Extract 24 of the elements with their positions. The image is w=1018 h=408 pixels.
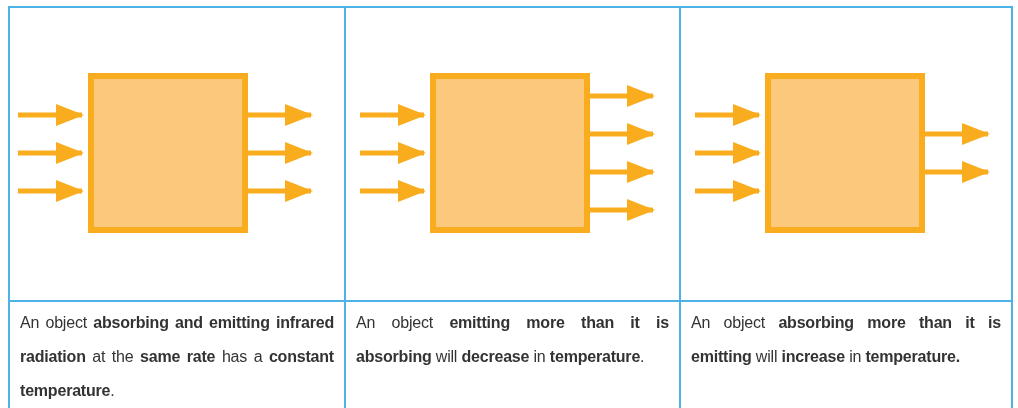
arrow [590, 199, 655, 221]
object-square [765, 73, 925, 233]
description-text: An object emitting more than it is absorbing will decrease in temperature. [356, 313, 669, 367]
arrow [248, 142, 313, 164]
arrow [248, 180, 313, 202]
object-square [430, 73, 590, 233]
arrow [590, 85, 655, 107]
arrow [925, 123, 990, 145]
arrow [695, 104, 761, 126]
arrow [590, 123, 655, 145]
arrow [18, 180, 84, 202]
description-text: An object absorbing more than it is emitting will increase in temperature. [691, 313, 1001, 367]
arrow [360, 142, 426, 164]
description-text: An object absorbing and emitting infrared radiation at the same rate has a constant temperature. [20, 313, 334, 401]
arrow [695, 142, 761, 164]
arrow [18, 142, 84, 164]
arrow [590, 161, 655, 183]
arrow [360, 104, 426, 126]
object-square [88, 73, 248, 233]
arrow [925, 161, 990, 183]
arrow [248, 104, 313, 126]
arrow [695, 180, 761, 202]
arrow [360, 180, 426, 202]
arrow [18, 104, 84, 126]
